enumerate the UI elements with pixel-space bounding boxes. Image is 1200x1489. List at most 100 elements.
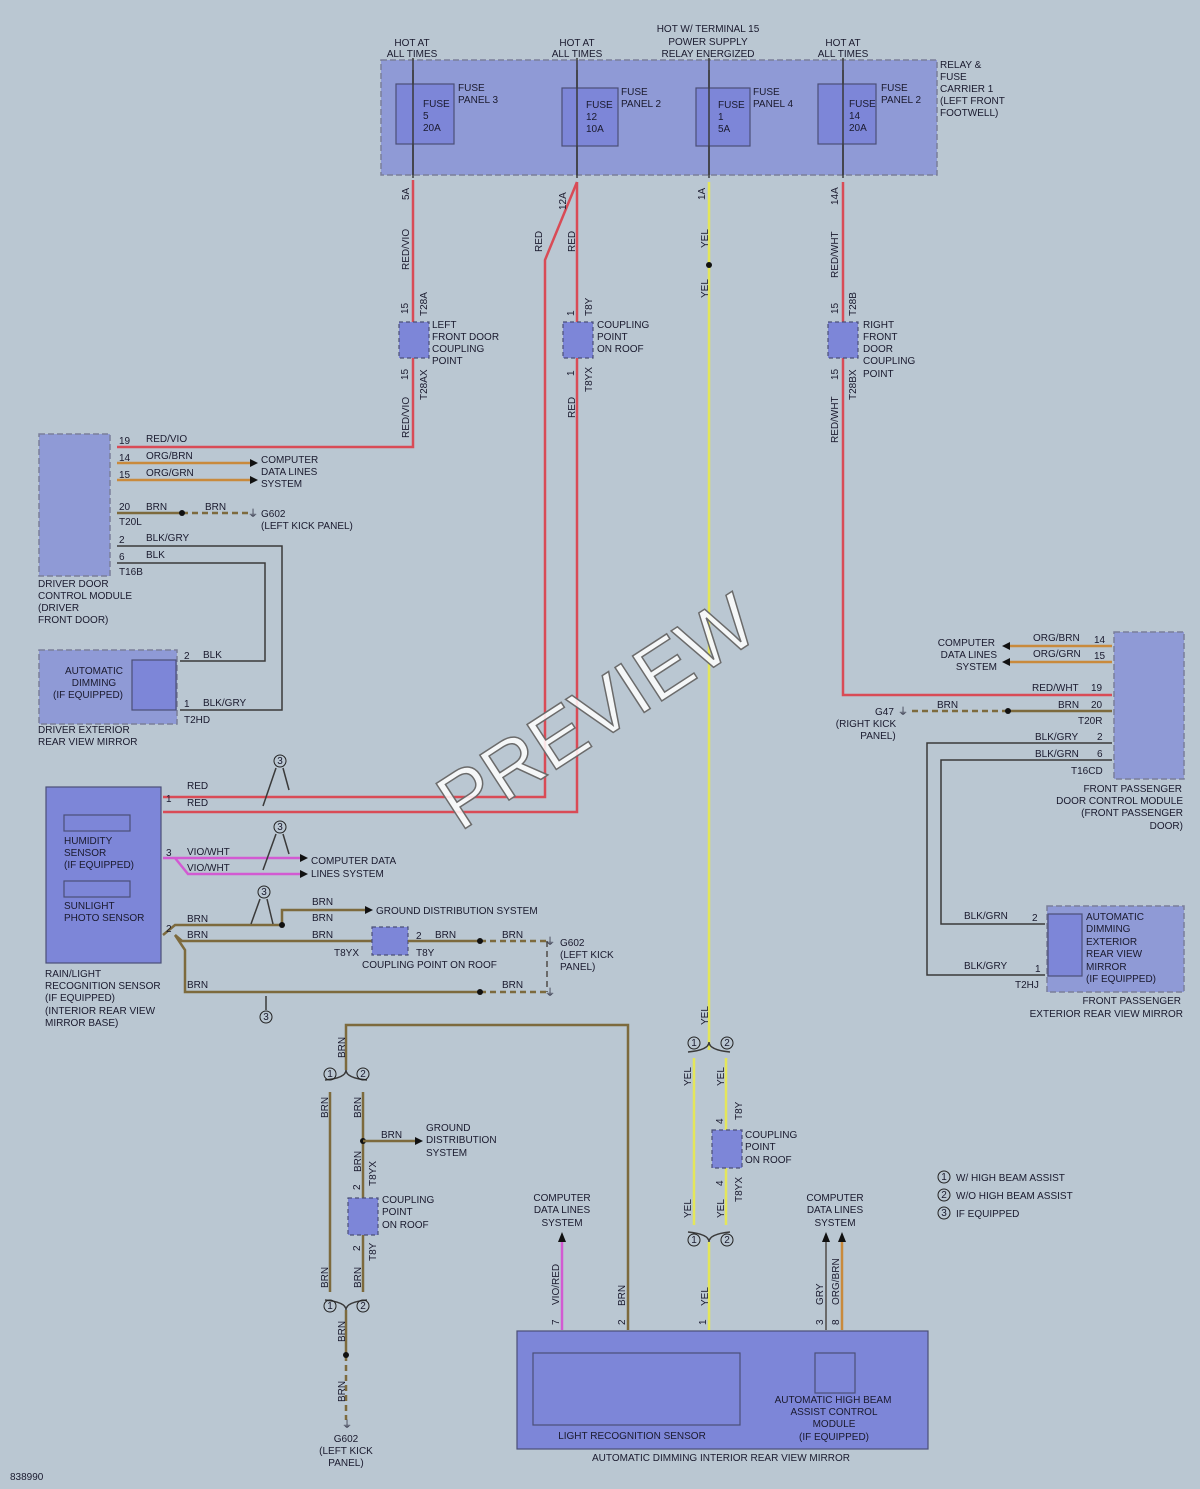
ground-dist-3a: GROUND xyxy=(426,1123,470,1134)
rfd-coupling-label-4: COUPLING xyxy=(863,356,915,367)
if-equipped-markers: 3 3 3 3 xyxy=(250,754,290,1024)
g47-label-b: (RIGHT KICK xyxy=(836,719,897,730)
label-org-grn-1: ORG/GRN xyxy=(146,468,194,479)
auto-dim-left-3: (IF EQUIPPED) xyxy=(53,690,123,701)
label-red-2: RED xyxy=(567,231,578,252)
computer-data-label-3c: SYSTEM xyxy=(956,662,997,673)
rain-sensor-label-5: MIRROR BASE) xyxy=(45,1018,118,1029)
pin-3-rain: 3 xyxy=(166,848,172,859)
pin-2-mirror-l: 2 xyxy=(184,651,190,662)
driver-mirror-label-1: DRIVER EXTERIOR xyxy=(38,725,130,736)
wire-amp-12a: 12A xyxy=(558,192,569,210)
computer-data-label-2a: COMPUTER DATA xyxy=(311,856,397,867)
conn-t20l: T20L xyxy=(119,517,142,528)
fuse-12-label: FUSE xyxy=(586,100,613,111)
label-brn-18: BRN xyxy=(353,1151,364,1172)
auto-dim-right-6: (IF EQUIPPED) xyxy=(1086,974,1156,985)
label-yel-8: YEL xyxy=(700,1287,711,1306)
marker-1-yel-a: 1 xyxy=(691,1038,697,1049)
conn-t28a: T28A xyxy=(419,292,430,316)
conn-t8y-d: T8Y xyxy=(734,1101,745,1120)
label-red-1: RED xyxy=(534,231,545,252)
splice-rain-a xyxy=(279,922,285,928)
marker-1-brn-b: 1 xyxy=(327,1301,333,1312)
wire-red-wht-main xyxy=(841,182,1112,697)
relay-carrier-label-5: FOOTWELL) xyxy=(940,108,998,119)
label-blk-gry-4: BLK/GRY xyxy=(964,961,1007,972)
pin-3-mirror: 3 xyxy=(815,1319,826,1325)
high-beam-label-4: (IF EQUIPPED) xyxy=(799,1432,869,1443)
option-markers-brn: 1 2 1 2 xyxy=(323,1067,370,1313)
marker-3-a: 3 xyxy=(277,756,283,767)
splice-roof-mid xyxy=(477,938,483,944)
wire-brn-rain-a xyxy=(162,923,282,936)
fuse-1-label: FUSE xyxy=(718,100,745,111)
humidity-label-3: (IF EQUIPPED) xyxy=(64,860,134,871)
g47-label-c: PANEL) xyxy=(860,731,895,742)
roof-brn-mid-label: COUPLING POINT ON ROOF xyxy=(362,960,497,971)
pin-6-ddcm: 6 xyxy=(119,552,125,563)
legend-text-2: W/O HIGH BEAM ASSIST xyxy=(956,1191,1073,1202)
fuse-1-number: 1 xyxy=(718,112,724,123)
relay-carrier-label-4: (LEFT FRONT xyxy=(940,96,1005,107)
rfd-coupling-label-3: DOOR xyxy=(863,344,893,355)
ground-symbol-2: ⏚ xyxy=(545,936,555,948)
label-brn-21: BRN xyxy=(337,1321,348,1342)
label-red-4: RED xyxy=(187,781,208,792)
preview-watermark: PREVIEW xyxy=(421,576,771,846)
driver-mirror-label-2: REAR VIEW MIRROR xyxy=(38,737,137,748)
pin-1-mirror: 1 xyxy=(698,1319,709,1325)
wire-red-roof-b xyxy=(163,182,579,814)
fuse-5-rating: 20A xyxy=(423,123,441,134)
marker-3-d: 3 xyxy=(263,1012,269,1023)
light-sensor-label: LIGHT RECOGNITION SENSOR xyxy=(558,1431,706,1442)
ground-dist-label-1: GROUND DISTRIBUTION SYSTEM xyxy=(376,906,538,917)
pin-15-ddcm: 15 xyxy=(119,470,131,481)
light-recognition-sensor xyxy=(532,1352,741,1426)
wire-vio-wht-b xyxy=(174,857,302,876)
fuse-14-number: 14 xyxy=(849,111,861,122)
label-yel-1: YEL xyxy=(700,229,711,248)
label-red-wht-3: RED/WHT xyxy=(1032,683,1079,694)
relay-carrier-label-2: FUSE xyxy=(940,72,967,83)
hot-label-4b: ALL TIMES xyxy=(818,49,869,60)
marker-2-brn-a: 2 xyxy=(360,1069,366,1080)
label-red-vio-2: RED/VIO xyxy=(401,397,412,438)
wire-blk-grn-right xyxy=(940,759,1112,925)
roof-red-label-1: COUPLING xyxy=(597,320,649,331)
label-org-brn-3: ORG/BRN xyxy=(831,1258,842,1305)
g602c-label-c: PANEL) xyxy=(328,1458,363,1469)
roof-coupling-brn-mid xyxy=(371,926,409,956)
conn-t8y-c: T8Y xyxy=(368,1242,379,1261)
computer-data-label-4a: COMPUTER xyxy=(533,1193,590,1204)
computer-data-label-5b: DATA LINES xyxy=(807,1205,864,1216)
pin-19-fp: 19 xyxy=(1091,683,1103,694)
ground-dist-3c: SYSTEM xyxy=(426,1148,467,1159)
humidity-sensor xyxy=(63,814,131,832)
g602b-label-b: (LEFT KICK xyxy=(560,950,614,961)
label-blk-1: BLK xyxy=(146,550,165,561)
label-gry: GRY xyxy=(815,1283,826,1305)
splice-low-brn xyxy=(343,1352,349,1358)
fp-door-label-4: DOOR) xyxy=(1150,821,1183,832)
legend-num-1: 1 xyxy=(941,1172,947,1183)
label-vio-red: VIO/RED xyxy=(551,1264,562,1305)
driver-door-label-3: (DRIVER xyxy=(38,603,79,614)
conn-t16cd: T16CD xyxy=(1071,766,1103,777)
wire-amp-5a: 5A xyxy=(401,187,412,200)
option-markers-yel: 1 2 1 2 xyxy=(687,1036,734,1247)
pin-2-roof-mid: 2 xyxy=(416,931,422,942)
label-brn-14: BRN xyxy=(381,1130,402,1141)
fuse-12 xyxy=(561,87,619,147)
label-blk-grn-1: BLK/GRN xyxy=(1035,749,1079,760)
conn-t8yx-d: T8YX xyxy=(734,1177,745,1202)
computer-data-label-5c: SYSTEM xyxy=(814,1218,855,1229)
conn-t8yx-b: T8YX xyxy=(334,948,359,959)
humidity-label-1: HUMIDITY xyxy=(64,836,113,847)
g602c-label-b: (LEFT KICK xyxy=(319,1446,373,1457)
label-blk-gry-2: BLK/GRY xyxy=(203,698,246,709)
pin-1-a: 1 xyxy=(566,310,577,316)
wire-amp-1a: 1A xyxy=(697,187,708,200)
label-red-wht-2: RED/WHT xyxy=(830,396,841,443)
label-brn-9: BRN xyxy=(502,980,523,991)
